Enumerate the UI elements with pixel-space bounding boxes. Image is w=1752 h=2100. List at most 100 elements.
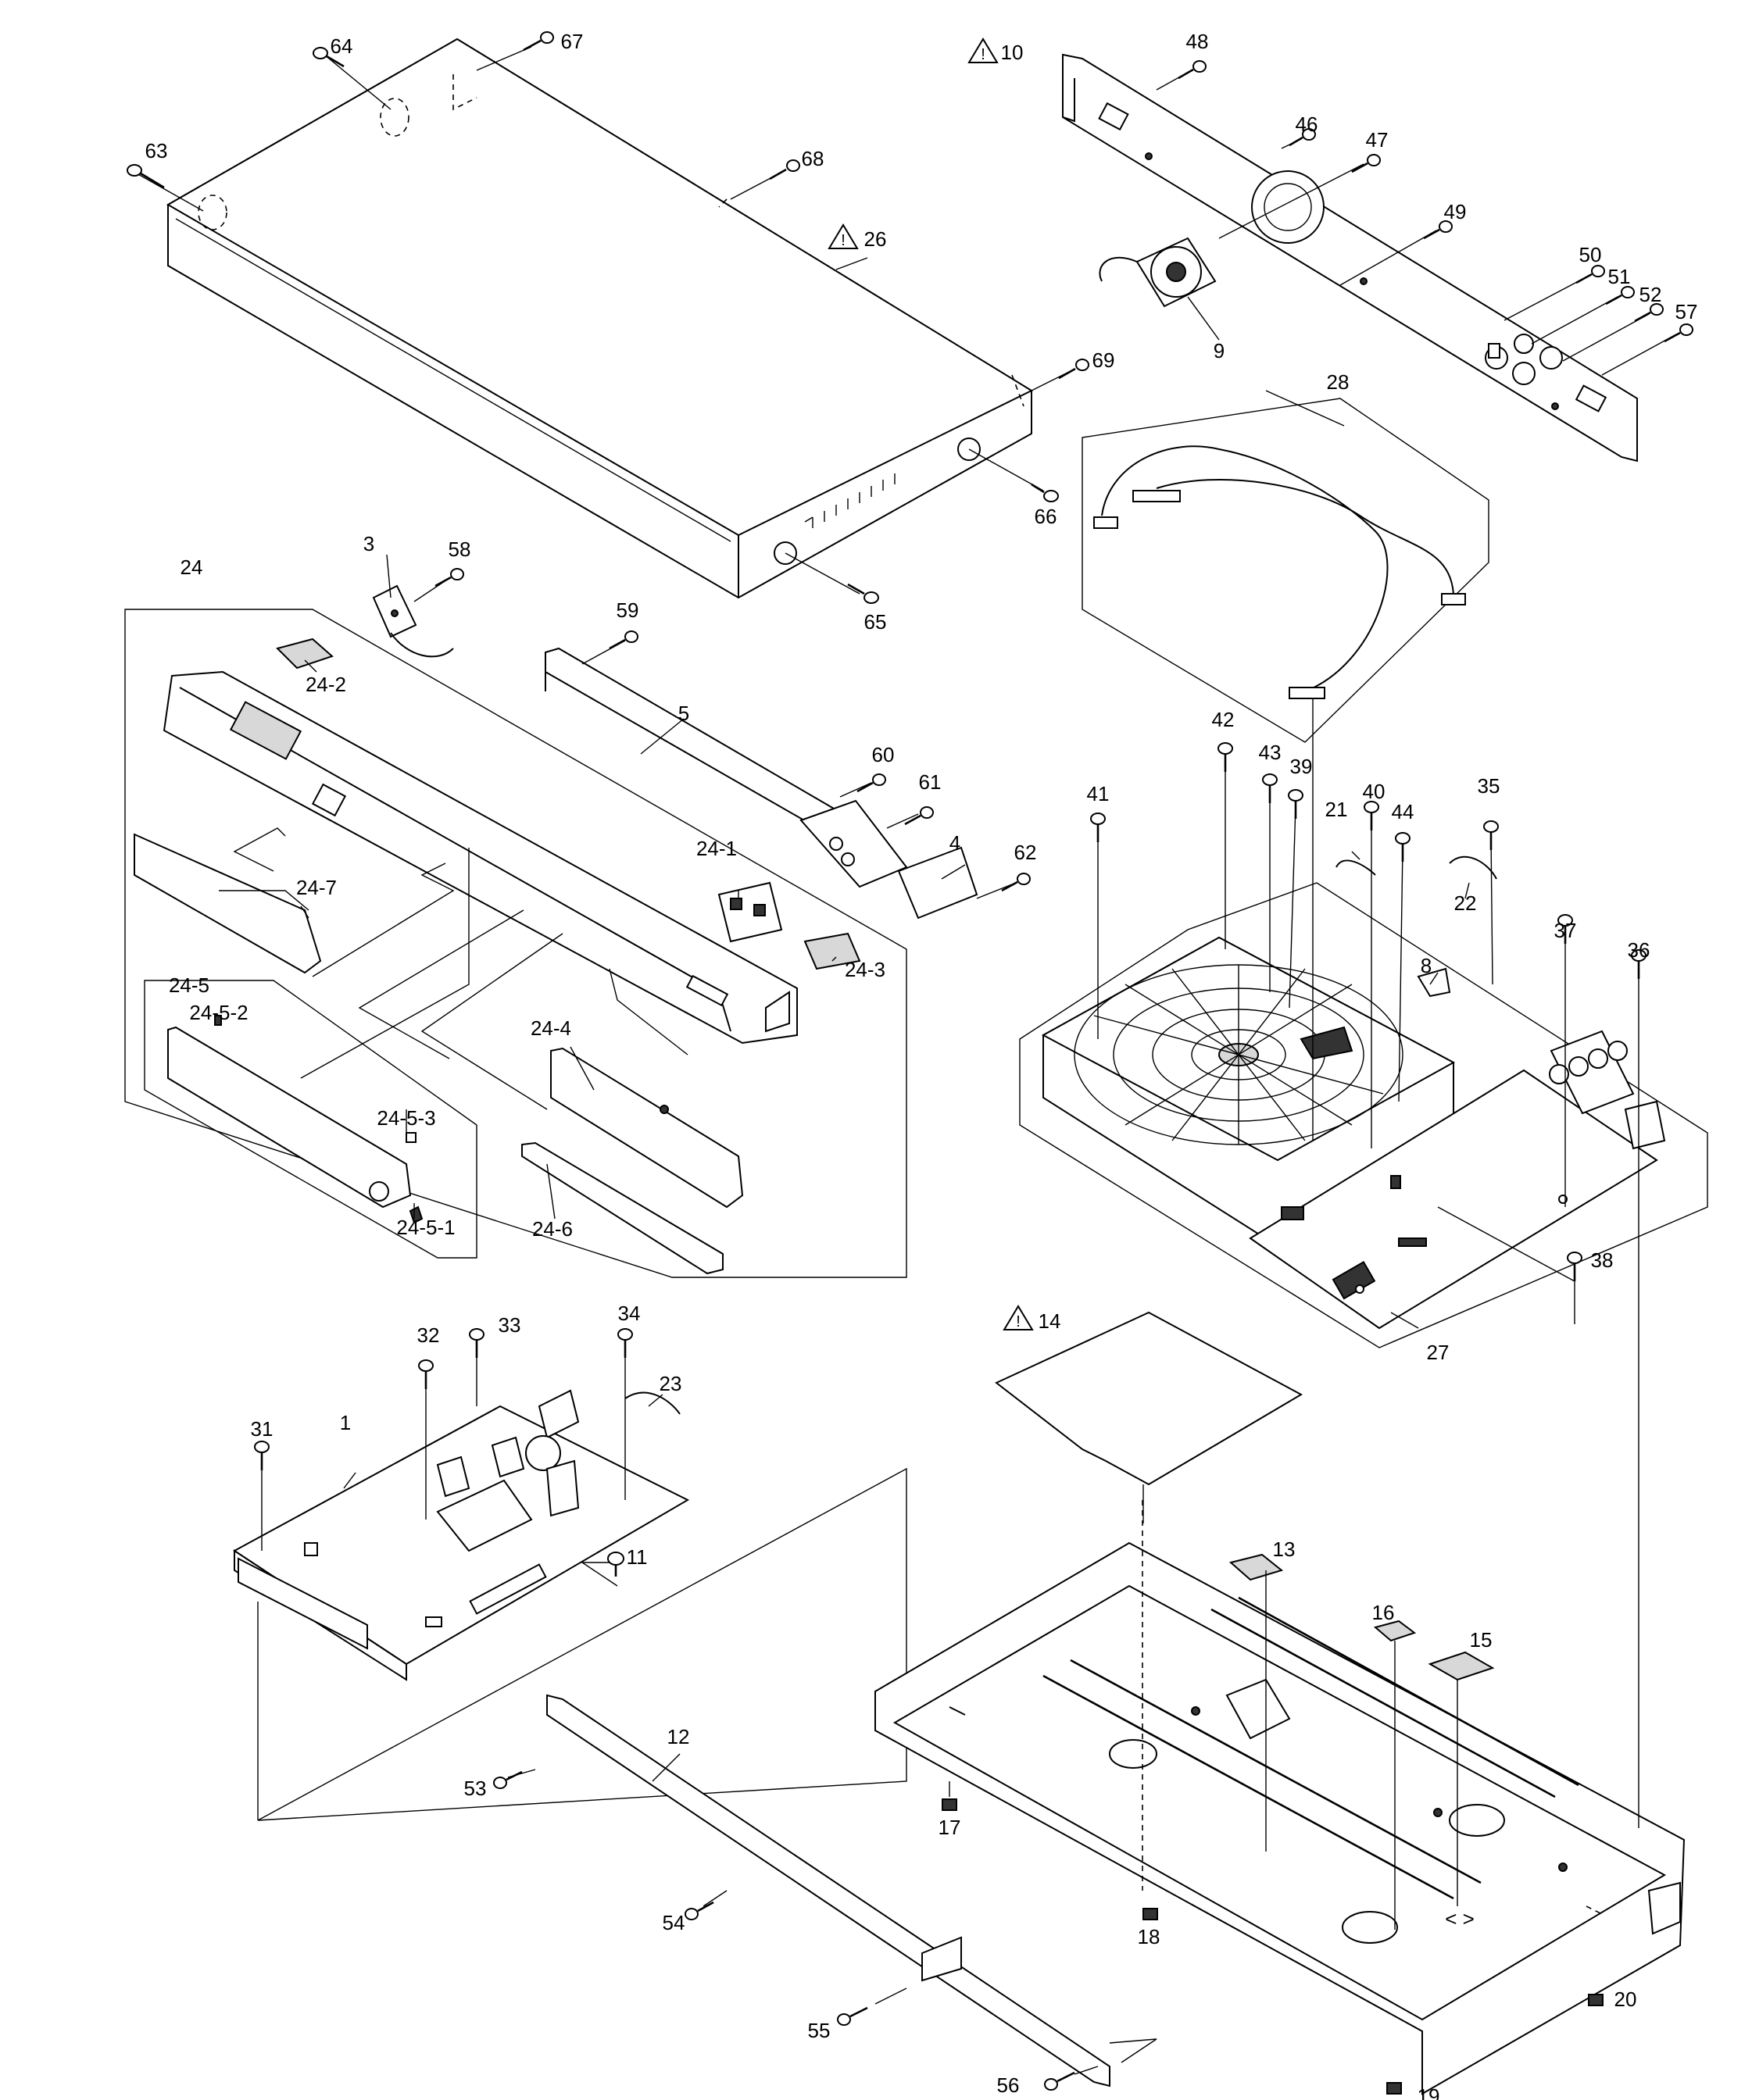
label-24-5-1: 24-5-1 [396, 1216, 455, 1239]
label-23: 23 [660, 1372, 682, 1395]
label-11: 11 [627, 1545, 648, 1569]
screw-58 [434, 568, 464, 588]
label-63: 63 [145, 139, 168, 162]
part-labels: 64 67 63 68 26 69 66 65 10 48 46 47 49 5… [145, 30, 1698, 2100]
part-8-clip [1417, 967, 1451, 998]
label-44: 44 [1392, 800, 1414, 823]
power-board [233, 1389, 690, 1681]
warning-icon-26: ! [828, 223, 859, 249]
bottom-chassis: < > [874, 1500, 1686, 2095]
svg-text:!: ! [1016, 1313, 1021, 1330]
label-56: 56 [997, 2073, 1020, 2097]
part-22-wire [1449, 855, 1497, 880]
part-15-pad [1428, 1651, 1495, 1681]
label-62: 62 [1014, 841, 1037, 864]
part-3-bracket [372, 584, 454, 658]
screw-47 [1351, 154, 1381, 173]
part-17-foot [942, 1798, 957, 1811]
screw-34 [617, 1328, 633, 1358]
label-67: 67 [561, 30, 584, 53]
label-24-4: 24-4 [531, 1016, 571, 1040]
label-68: 68 [802, 147, 824, 170]
screw-59 [609, 630, 638, 650]
dvd-drive [1041, 936, 1456, 1248]
part-24-6-strip [521, 1141, 724, 1275]
part-23-wire [624, 1391, 681, 1415]
chassis-arrows: < > [1445, 1907, 1475, 1930]
label-38: 38 [1591, 1248, 1614, 1272]
label-55: 55 [808, 2019, 831, 2042]
part-14-sheet [995, 1311, 1303, 1486]
screw-53 [493, 1770, 523, 1789]
label-57: 57 [1675, 300, 1698, 323]
label-5: 5 [678, 702, 689, 725]
label-54: 54 [663, 1911, 685, 1934]
part-24-1-switch [717, 881, 783, 943]
screw-49 [1423, 220, 1453, 240]
front-panel-box [124, 609, 907, 1278]
screw-56 [1044, 2071, 1075, 2091]
screw-63 [127, 164, 165, 189]
screw-55 [837, 2006, 868, 2026]
screw-35 [1483, 820, 1499, 850]
label-14: 14 [1039, 1309, 1061, 1333]
screw-40 [1364, 801, 1379, 830]
part-16-pad [1373, 1620, 1417, 1642]
screw-38 [1567, 1252, 1582, 1281]
label-41: 41 [1087, 782, 1110, 805]
label-24-2: 24-2 [306, 673, 346, 696]
part-4-board [799, 799, 978, 920]
label-51: 51 [1608, 265, 1631, 288]
label-8: 8 [1421, 954, 1432, 977]
label-49: 49 [1444, 200, 1467, 223]
label-69: 69 [1092, 348, 1115, 372]
part-19-foot [1386, 2082, 1402, 2095]
cover-vent-slots [804, 473, 896, 528]
label-24-7: 24-7 [296, 876, 337, 899]
label-66: 66 [1035, 505, 1057, 528]
part-24-4-door [550, 1047, 744, 1209]
screw-42 [1217, 742, 1233, 772]
screw-69 [1058, 359, 1089, 380]
screw-50 [1575, 265, 1605, 284]
label-17: 17 [939, 1816, 961, 1839]
power-board-frame [257, 1467, 907, 1821]
screw-37 [1557, 914, 1573, 944]
screws [127, 31, 1693, 2091]
main-board-frame [1019, 882, 1708, 1348]
warning-icon-14: ! [1003, 1305, 1034, 1330]
part-12-rail [546, 1694, 1110, 2088]
label-10: 10 [1001, 41, 1024, 64]
screw-60 [856, 773, 886, 793]
label-39: 39 [1290, 755, 1313, 778]
part-18-foot [1142, 1908, 1158, 1920]
screw-11 [607, 1552, 624, 1577]
label-19: 19 [1418, 2084, 1440, 2100]
label-24-5-3: 24-5-3 [377, 1106, 435, 1130]
screw-36 [1631, 949, 1647, 979]
screw-67 [523, 31, 554, 52]
label-4: 4 [949, 831, 960, 855]
part-24-5-group [144, 980, 477, 1259]
label-22: 22 [1454, 891, 1477, 915]
label-1: 1 [340, 1411, 351, 1434]
label-40: 40 [1363, 780, 1386, 803]
screw-32 [418, 1359, 434, 1389]
screw-68 [769, 159, 800, 180]
main-board [1249, 1030, 1666, 1330]
label-12: 12 [667, 1725, 690, 1748]
screw-64 [313, 47, 345, 68]
wire-harness-frame [1082, 398, 1489, 743]
label-47: 47 [1366, 128, 1389, 152]
screw-33 [469, 1328, 484, 1358]
svg-text:!: ! [841, 232, 846, 249]
label-36: 36 [1628, 938, 1650, 962]
screw-43 [1262, 773, 1278, 803]
label-13: 13 [1273, 1538, 1296, 1561]
screw-65 [847, 583, 879, 604]
label-27: 27 [1427, 1341, 1450, 1364]
screw-48 [1178, 60, 1207, 80]
label-24-5: 24-5 [169, 973, 209, 997]
label-21: 21 [1325, 798, 1348, 821]
label-24-3: 24-3 [845, 958, 885, 981]
